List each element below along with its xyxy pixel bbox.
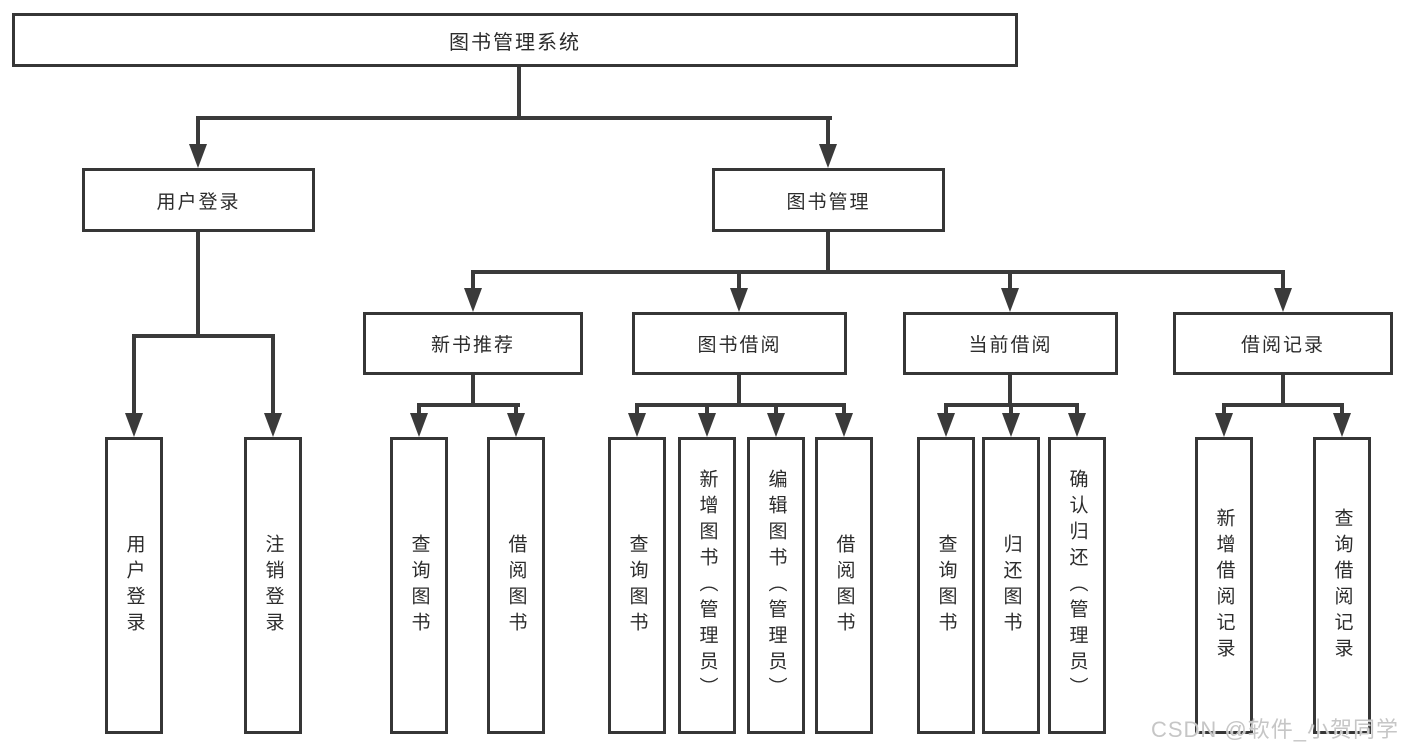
connector-line <box>196 116 832 120</box>
connector-line <box>517 67 521 116</box>
arrowhead-down-icon <box>835 413 853 437</box>
connector-line <box>1009 407 1013 413</box>
arrowhead-down-icon <box>628 413 646 437</box>
arrowhead-down-icon <box>1333 413 1351 437</box>
arrowhead-down-icon <box>125 413 143 437</box>
connector-line <box>842 407 846 413</box>
connector-line <box>514 407 518 413</box>
node-leaf-borrow-books-borrowing-label: 借阅图书 <box>833 533 855 638</box>
node-leaf-borrow-books-recommend: 借阅图书 <box>487 437 545 734</box>
connector-line <box>196 120 200 144</box>
connector-line <box>826 120 830 144</box>
connector-line <box>1222 407 1226 413</box>
connector-line <box>1075 407 1079 413</box>
arrowhead-down-icon <box>1002 413 1020 437</box>
node-leaf-query-books-current: 查询图书 <box>917 437 975 734</box>
node-book-management: 图书管理 <box>712 168 945 232</box>
connector-line <box>417 407 421 413</box>
node-book-management-label: 图书管理 <box>786 191 871 213</box>
connector-line <box>471 270 1285 274</box>
connector-line <box>417 403 520 407</box>
arrowhead-down-icon <box>507 413 525 437</box>
connector-line <box>737 375 741 403</box>
connector-line <box>1281 274 1285 288</box>
node-leaf-query-books-borrowing: 查询图书 <box>608 437 666 734</box>
connector-line <box>132 334 275 338</box>
node-new-book-recommendation-label: 新书推荐 <box>430 335 515 356</box>
arrowhead-down-icon <box>819 144 837 168</box>
connector-line <box>1008 375 1012 403</box>
node-leaf-return-books: 归还图书 <box>982 437 1040 734</box>
connector-line <box>1281 375 1285 403</box>
node-leaf-add-borrow-record-label: 新增借阅记录 <box>1213 507 1235 664</box>
node-leaf-add-book-admin: 新增图书（管理员） <box>678 437 736 734</box>
arrowhead-down-icon <box>730 288 748 312</box>
node-borrowing-records-label: 借阅记录 <box>1240 335 1325 356</box>
arrowhead-down-icon <box>1215 413 1233 437</box>
connector-line <box>774 407 778 413</box>
node-book-borrowing-label: 图书借阅 <box>697 335 782 356</box>
connector-line <box>471 375 475 403</box>
node-user-login: 用户登录 <box>82 168 315 232</box>
connector-line <box>826 232 830 270</box>
node-leaf-user-login: 用户登录 <box>105 437 163 734</box>
node-leaf-return-books-label: 归还图书 <box>1000 533 1022 638</box>
arrowhead-down-icon <box>1274 288 1292 312</box>
connector-line <box>944 403 1079 407</box>
connector-line <box>737 274 741 288</box>
csdn-watermark: CSDN @软件_小贺同学 <box>1150 717 1399 742</box>
node-current-borrowing-label: 当前借阅 <box>968 335 1053 356</box>
node-leaf-user-login-label: 用户登录 <box>123 533 145 638</box>
arrowhead-down-icon <box>410 413 428 437</box>
connector-line <box>271 338 275 413</box>
node-leaf-add-book-admin-label: 新增图书（管理员） <box>696 468 718 703</box>
node-leaf-query-books-current-label: 查询图书 <box>935 533 957 638</box>
node-leaf-query-borrow-record-label: 查询借阅记录 <box>1331 507 1353 664</box>
node-new-book-recommendation: 新书推荐 <box>363 312 583 375</box>
arrowhead-down-icon <box>189 144 207 168</box>
connector-line <box>635 407 639 413</box>
connector-line <box>471 274 475 288</box>
connector-line <box>1222 403 1344 407</box>
node-leaf-edit-book-admin: 编辑图书（管理员） <box>747 437 805 734</box>
arrowhead-down-icon <box>937 413 955 437</box>
connector-line <box>132 338 136 413</box>
connector-line <box>705 407 709 413</box>
node-root-label: 图书管理系统 <box>449 31 581 54</box>
arrowhead-down-icon <box>264 413 282 437</box>
arrowhead-down-icon <box>1001 288 1019 312</box>
node-leaf-logout: 注销登录 <box>244 437 302 734</box>
node-leaf-edit-book-admin-label: 编辑图书（管理员） <box>765 468 787 703</box>
arrowhead-down-icon <box>464 288 482 312</box>
node-leaf-query-books-borrowing-label: 查询图书 <box>626 533 648 638</box>
connector-line <box>944 407 948 413</box>
node-leaf-query-books-recommend-label: 查询图书 <box>408 533 430 638</box>
connector-line <box>1008 274 1012 288</box>
node-leaf-query-books-recommend: 查询图书 <box>390 437 448 734</box>
node-leaf-confirm-return-admin-label: 确认归还（管理员） <box>1066 468 1088 703</box>
node-borrowing-records: 借阅记录 <box>1173 312 1393 375</box>
arrowhead-down-icon <box>698 413 716 437</box>
node-book-borrowing: 图书借阅 <box>632 312 847 375</box>
node-user-login-label: 用户登录 <box>156 191 241 213</box>
node-leaf-logout-label: 注销登录 <box>262 533 284 638</box>
node-leaf-borrow-books-recommend-label: 借阅图书 <box>505 533 527 638</box>
node-leaf-query-borrow-record: 查询借阅记录 <box>1313 437 1371 734</box>
connector-line <box>635 403 846 407</box>
node-current-borrowing: 当前借阅 <box>903 312 1118 375</box>
node-root: 图书管理系统 <box>12 13 1018 67</box>
node-leaf-add-borrow-record: 新增借阅记录 <box>1195 437 1253 734</box>
node-leaf-confirm-return-admin: 确认归还（管理员） <box>1048 437 1106 734</box>
connector-line <box>1340 407 1344 413</box>
arrowhead-down-icon <box>767 413 785 437</box>
arrowhead-down-icon <box>1068 413 1086 437</box>
connector-line <box>196 232 200 334</box>
node-leaf-borrow-books-borrowing: 借阅图书 <box>815 437 873 734</box>
